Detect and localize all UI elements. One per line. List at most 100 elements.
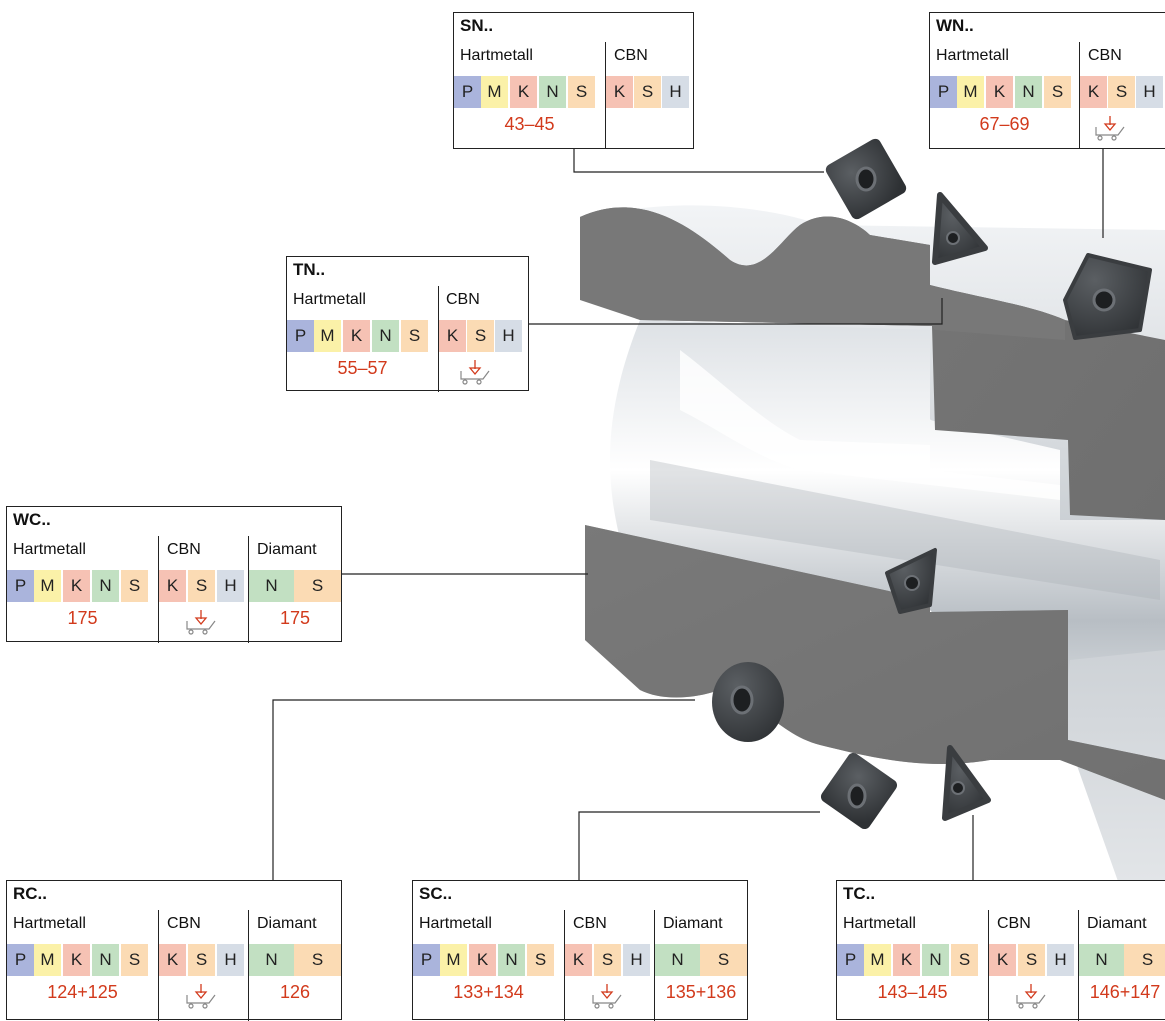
group-label-hartmetall: Hartmetall bbox=[293, 291, 366, 308]
cbn-cell-h: H bbox=[217, 944, 244, 976]
cbn-cell-s: S bbox=[594, 944, 621, 976]
cbn-cell-k: K bbox=[159, 944, 186, 976]
cbn-cell-k: K bbox=[989, 944, 1016, 976]
cbn-cell-h: H bbox=[217, 570, 244, 602]
cbn-insert-symbol-icon bbox=[1095, 116, 1125, 141]
cbn-cell-h: H bbox=[495, 320, 522, 352]
carbide-page-value: 55–57 bbox=[337, 358, 388, 378]
diamond-cell-n: N bbox=[1079, 944, 1124, 976]
cbn-cell-k: K bbox=[439, 320, 466, 352]
group-label-cbn: CBN bbox=[614, 47, 648, 64]
cbn-insert-symbol-icon bbox=[186, 984, 216, 1009]
box-title: SN.. bbox=[460, 16, 494, 35]
leader-rc bbox=[272, 699, 695, 880]
cell-p: P bbox=[7, 570, 34, 602]
leader-sn bbox=[573, 148, 824, 173]
cell-p: P bbox=[930, 76, 957, 108]
cell-m: M bbox=[957, 76, 984, 108]
cell-k: K bbox=[63, 944, 90, 976]
diamond-cell-s: S bbox=[294, 944, 341, 976]
group-label-hartmetall: Hartmetall bbox=[13, 915, 86, 932]
diamond-page-value: 146+147 bbox=[1089, 982, 1161, 1002]
group-label-cbn: CBN bbox=[446, 291, 480, 308]
carbide-page-value: 67–69 bbox=[979, 114, 1030, 134]
cbn-insert-symbol-icon bbox=[460, 360, 490, 385]
cell-k: K bbox=[63, 570, 90, 602]
insert-sn bbox=[825, 138, 907, 220]
cbn-cell-s: S bbox=[188, 570, 215, 602]
group-label-cbn: CBN bbox=[167, 541, 201, 558]
group-label-hartmetall: Hartmetall bbox=[460, 47, 533, 64]
diamond-page-value: 135+136 bbox=[665, 982, 737, 1002]
insert-tc bbox=[942, 745, 991, 821]
diamond-cell-n: N bbox=[655, 944, 700, 976]
cbn-cell-h: H bbox=[662, 76, 689, 108]
diamond-cell-s: S bbox=[700, 944, 747, 976]
cbn-insert-symbol-icon bbox=[1016, 984, 1046, 1009]
cbn-cell-s: S bbox=[1108, 76, 1135, 108]
cell-m: M bbox=[864, 944, 891, 976]
box-title: RC.. bbox=[13, 884, 47, 903]
cell-n: N bbox=[372, 320, 399, 352]
group-label-hartmetall: Hartmetall bbox=[936, 47, 1009, 64]
cbn-cell-k: K bbox=[1080, 76, 1107, 108]
cbn-insert-symbol-icon bbox=[186, 610, 216, 635]
insert-box-wn: WN.. Hartmetall CBN P M K N S K S H 67–6… bbox=[929, 12, 1165, 149]
cbn-cell-s: S bbox=[634, 76, 661, 108]
cell-m: M bbox=[34, 570, 61, 602]
cell-p: P bbox=[413, 944, 440, 976]
cell-n: N bbox=[922, 944, 949, 976]
box-title: WC.. bbox=[13, 510, 51, 529]
leader-lines bbox=[272, 148, 1104, 880]
box-title: TN.. bbox=[293, 260, 326, 279]
cell-p: P bbox=[837, 944, 864, 976]
carbide-page-value: 133+134 bbox=[453, 982, 524, 1002]
insert-sc bbox=[820, 752, 898, 830]
cell-m: M bbox=[34, 944, 61, 976]
group-label-hartmetall: Hartmetall bbox=[419, 915, 492, 932]
diamond-cell-s: S bbox=[294, 570, 341, 602]
carbide-page-value: 124+125 bbox=[47, 982, 118, 1002]
cell-p: P bbox=[454, 76, 481, 108]
cell-n: N bbox=[539, 76, 566, 108]
cell-k: K bbox=[469, 944, 496, 976]
cell-p: P bbox=[287, 320, 314, 352]
insert-box-sn: SN.. Hartmetall CBN P M K N S K S H 43–4… bbox=[453, 12, 694, 149]
box-title: WN.. bbox=[936, 16, 974, 35]
cell-n: N bbox=[1015, 76, 1042, 108]
cell-m: M bbox=[314, 320, 341, 352]
leader-sc bbox=[578, 811, 820, 880]
group-label-hartmetall: Hartmetall bbox=[13, 541, 86, 558]
cell-n: N bbox=[498, 944, 525, 976]
cell-s: S bbox=[1044, 76, 1071, 108]
box-title: SC.. bbox=[419, 884, 453, 903]
cell-m: M bbox=[440, 944, 467, 976]
cell-k: K bbox=[343, 320, 370, 352]
group-label-cbn: CBN bbox=[573, 915, 607, 932]
cell-s: S bbox=[121, 570, 148, 602]
group-label-cbn: CBN bbox=[997, 915, 1031, 932]
diamond-cell-n: N bbox=[249, 944, 294, 976]
cell-s: S bbox=[121, 944, 148, 976]
insert-wc bbox=[885, 548, 937, 614]
box-title: TC.. bbox=[843, 884, 876, 903]
cbn-cell-s: S bbox=[467, 320, 494, 352]
cbn-cell-h: H bbox=[1136, 76, 1163, 108]
diamond-cell-n: N bbox=[249, 570, 294, 602]
leader-tn bbox=[528, 298, 943, 325]
cell-s: S bbox=[951, 944, 978, 976]
group-label-diamant: Diamant bbox=[257, 541, 317, 558]
carbide-page-value: 175 bbox=[67, 608, 98, 628]
cbn-cell-h: H bbox=[1047, 944, 1074, 976]
cbn-cell-k: K bbox=[565, 944, 592, 976]
cell-s: S bbox=[527, 944, 554, 976]
insert-rc bbox=[712, 662, 784, 742]
section-cut-top bbox=[580, 207, 1165, 1014]
cbn-insert-symbol-icon bbox=[592, 984, 622, 1009]
group-label-diamant: Diamant bbox=[663, 915, 723, 932]
diamond-page-value: 175 bbox=[279, 608, 311, 628]
group-label-diamant: Diamant bbox=[1087, 915, 1147, 932]
diamond-cell-s: S bbox=[1124, 944, 1165, 976]
carbide-page-value: 43–45 bbox=[504, 114, 555, 134]
